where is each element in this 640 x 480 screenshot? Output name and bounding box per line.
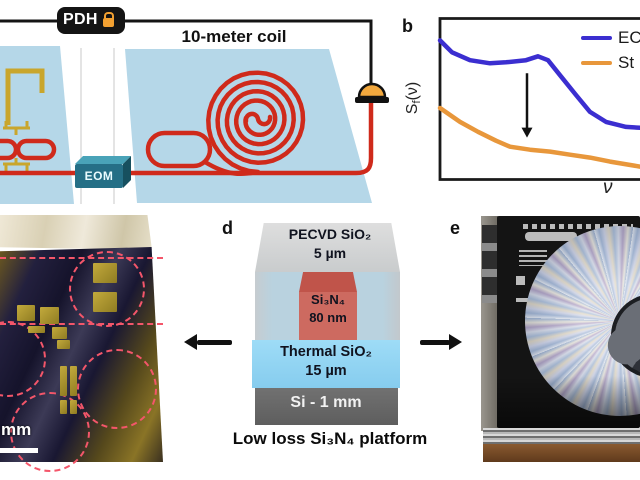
ylabel-sub: f (411, 100, 423, 104)
plate-marking (516, 276, 525, 285)
gold-pad (17, 305, 35, 321)
eom-top (75, 156, 131, 164)
layer-name: Si - 1 mm (290, 394, 362, 411)
coil-input-loop (145, 130, 213, 169)
layer-si3n4-front (299, 292, 357, 340)
layer-pecvd-top (255, 223, 400, 272)
photo-base (483, 444, 640, 462)
photo-background-texture (0, 215, 152, 250)
yinyang-pattern (600, 283, 640, 389)
coil-label: 10-meter coil (181, 27, 287, 46)
electrode (5, 68, 45, 125)
electrode-comb-top (3, 121, 30, 135)
x-axis-label: ν (603, 177, 613, 198)
wafer-plate (497, 216, 640, 428)
plate-shadow (497, 376, 640, 428)
electrode-comb-bottom (3, 158, 30, 171)
layer-thickness: 80 nm (309, 310, 347, 325)
fixture-blocks (482, 225, 497, 303)
legend-swatch-blue (581, 35, 612, 41)
gold-bar (60, 366, 67, 396)
y-axis-label: Sf(ν) (404, 63, 426, 133)
pdh-lock-label: PDH (63, 9, 123, 31)
layer-name: PECVD SiO₂ (288, 226, 372, 242)
gold-pad (93, 292, 117, 312)
left-arrow-head (184, 334, 197, 350)
noise-plot (437, 17, 640, 181)
noise-reduction-arrow-head (521, 127, 533, 138)
layer-thickness: 5 µm (313, 245, 347, 261)
left-arrow (197, 340, 232, 345)
gold-pad (52, 327, 67, 339)
layer-name: Thermal SiO₂ (280, 344, 372, 360)
eom-label: EOM (84, 168, 114, 183)
eom-side (123, 156, 131, 188)
bus-waveguide (0, 100, 374, 176)
spiral-center-s (243, 111, 273, 127)
ylabel-post: (ν) (404, 81, 421, 101)
pdh-text: PDH (63, 11, 98, 28)
legend-label: EC (618, 28, 640, 47)
eom-front (75, 164, 123, 188)
layer-si-substrate (255, 388, 398, 425)
legend-swatch-orange (581, 60, 612, 66)
series-St (437, 105, 640, 169)
dashed-circle-annotation (69, 251, 145, 327)
plate-marking (525, 232, 577, 241)
ylabel-pre: S (404, 103, 421, 115)
plate-marking (516, 298, 530, 302)
layer-thickness: 15 µm (305, 363, 347, 379)
gold-bar (70, 400, 77, 414)
photodiode-base (355, 97, 389, 103)
gold-bar (70, 366, 77, 396)
right-arrow-head (449, 334, 462, 350)
chip-photo: mm (0, 215, 163, 472)
gold-pad (57, 340, 70, 349)
legend-item: EC (581, 28, 640, 48)
layer-si3n4-top (299, 272, 357, 292)
legend-label: St (618, 53, 635, 72)
feedback-line (0, 19, 373, 96)
layer-thermal-sio2 (252, 340, 400, 388)
plate-marking (523, 224, 633, 229)
lock-icon (102, 11, 115, 27)
plot-frame (438, 17, 640, 181)
stack-caption: Low loss Si₃N₄ platform (232, 429, 428, 448)
panel-b-label: b (402, 16, 413, 36)
gold-pad (28, 326, 45, 333)
dashed-line-annotation (0, 323, 163, 325)
panel-e-label: e (450, 218, 461, 238)
dashed-circle-annotation (10, 392, 90, 472)
ring-resonator (15, 138, 57, 161)
dashed-line-annotation (0, 257, 163, 259)
series-EC (437, 38, 640, 131)
scale-bar (0, 448, 38, 453)
gold-pad (40, 307, 59, 324)
photodiode-icon (357, 82, 387, 99)
layer-name: Si₃N₄ (311, 292, 345, 307)
spiral-waveguide (206, 70, 306, 175)
stacked-plates (483, 428, 640, 444)
legend-item: St (581, 53, 634, 73)
schematic-svg (0, 7, 389, 204)
right-arrow (420, 340, 450, 345)
wafer-photo (481, 213, 640, 462)
gold-pad (93, 263, 117, 283)
scale-label: mm (1, 420, 32, 439)
panel-d-label: d (222, 218, 233, 238)
gold-bar (60, 400, 67, 414)
plate-marking (519, 250, 547, 266)
dashed-circle-annotation (77, 349, 157, 429)
